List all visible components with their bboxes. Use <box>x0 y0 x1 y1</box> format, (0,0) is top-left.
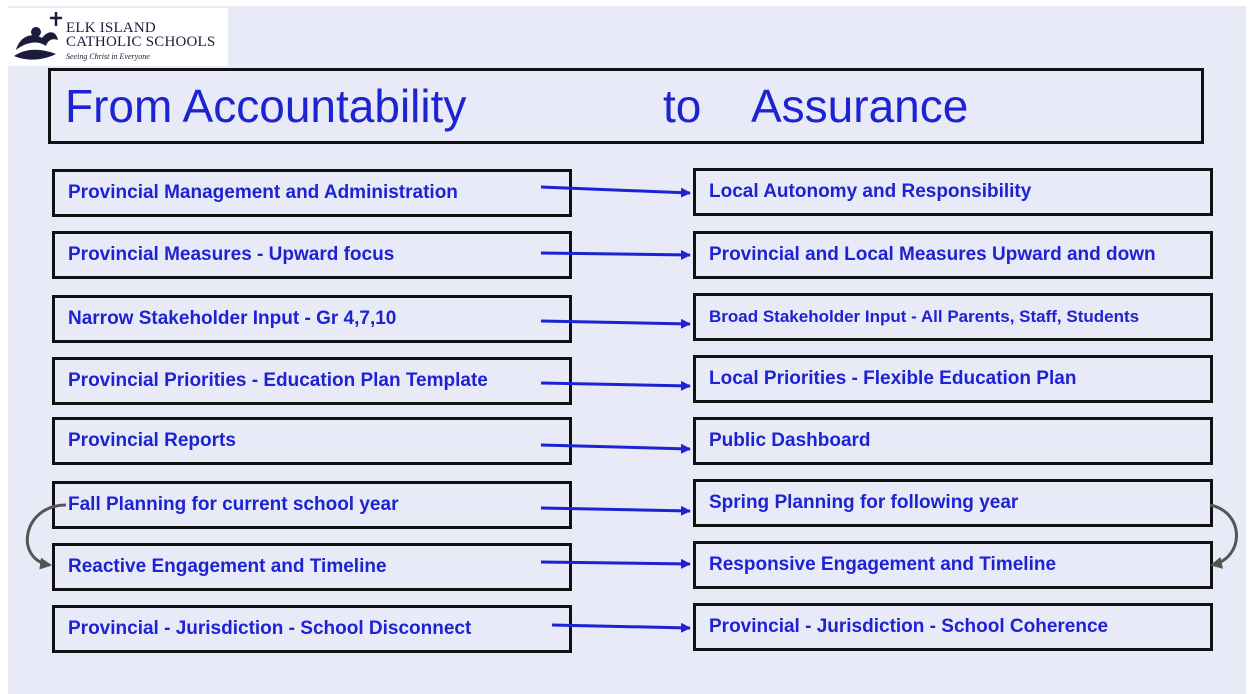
from-box-4: Provincial Priorities - Education Plan T… <box>52 357 572 405</box>
cross-wave-logo-icon <box>14 12 62 60</box>
slide-canvas <box>8 6 1246 694</box>
arrow-6 <box>540 505 691 516</box>
arrow-7 <box>540 558 691 569</box>
to-box-6: Spring Planning for following year <box>693 479 1213 527</box>
school-logo: ELK ISLAND CATHOLIC SCHOOLS Seeing Chris… <box>8 8 228 66</box>
from-box-5: Provincial Reports <box>52 417 572 465</box>
to-box-8: Provincial - Jurisdiction - School Coher… <box>693 603 1213 651</box>
logo-line-2: CATHOLIC SCHOOLS <box>66 34 216 50</box>
title-to: to <box>663 80 702 132</box>
from-box-6: Fall Planning for current school year <box>52 481 572 529</box>
to-box-2: Provincial and Local Measures Upward and… <box>693 231 1213 279</box>
to-box-1: Local Autonomy and Responsibility <box>693 168 1213 216</box>
from-box-3: Narrow Stakeholder Input - Gr 4,7,10 <box>52 295 572 343</box>
arrow-1 <box>540 185 691 198</box>
curved-arrow-right <box>1209 503 1238 569</box>
logo-tagline: Seeing Christ in Everyone <box>66 52 150 61</box>
arrow-2 <box>540 249 691 260</box>
from-box-1: Provincial Management and Administration <box>52 169 572 217</box>
curved-arrow-left <box>25 503 67 570</box>
title-assurance: Assurance <box>751 80 969 132</box>
to-box-5: Public Dashboard <box>693 417 1213 465</box>
arrow-8 <box>551 622 691 633</box>
from-box-2: Provincial Measures - Upward focus <box>52 231 572 279</box>
title-box: From Accountability to Assurance <box>48 68 1204 144</box>
to-box-4: Local Priorities - Flexible Education Pl… <box>693 355 1213 403</box>
arrow-3 <box>540 318 691 329</box>
to-box-3: Broad Stakeholder Input - All Parents, S… <box>693 293 1213 341</box>
arrow-4 <box>540 380 691 391</box>
arrow-5 <box>540 443 691 454</box>
title-from: From Accountability <box>65 80 467 132</box>
from-box-7: Reactive Engagement and Timeline <box>52 543 572 591</box>
logo-line-1: ELK ISLAND <box>66 20 156 36</box>
from-box-8: Provincial - Jurisdiction - School Disco… <box>52 605 572 653</box>
